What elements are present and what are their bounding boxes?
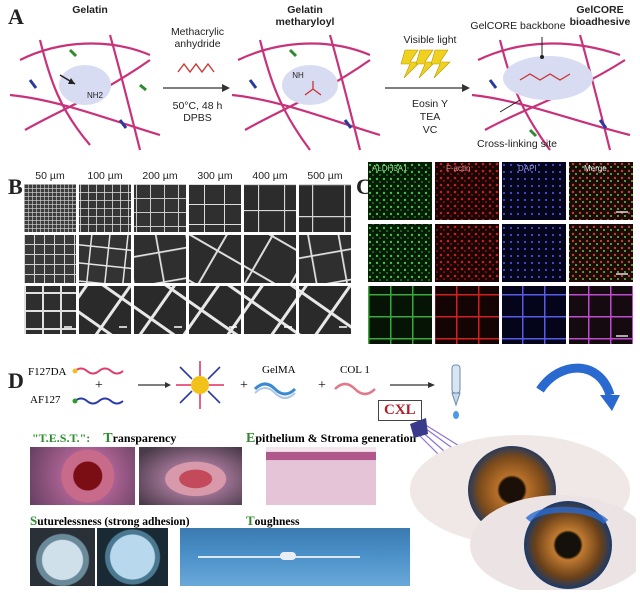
size-100: 100 µm [87, 170, 123, 182]
plus-3: + [318, 378, 326, 393]
suture-rest: uturelessness (strong adhesion) [37, 516, 190, 528]
sem-r1-c4 [189, 184, 241, 232]
backbone-label: GelCORE backbone [470, 20, 566, 32]
transparency-rest: ransparency [112, 431, 177, 445]
if-r1-factin [435, 162, 499, 220]
panel-d-label: D [8, 368, 24, 393]
immunofluorescence-grid [368, 162, 633, 344]
histology-photo [266, 447, 376, 505]
size-300: 300 µm [197, 170, 233, 182]
plus-1: + [95, 378, 103, 393]
sem-r3-c1 [24, 286, 76, 334]
size-400: 400 µm [252, 170, 288, 182]
crosslink-label: Cross-linking site [477, 138, 557, 150]
sem-r1-c1 [24, 184, 76, 232]
epithelium-title: Epithelium & Stroma generation [246, 431, 416, 447]
sem-r2-c1 [24, 235, 76, 283]
transparency-photo-2 [139, 447, 242, 505]
bioadhesive-line-1: GelCORE [576, 4, 624, 16]
gelma-line-2: metharyloyl [275, 16, 335, 28]
test-label: "T.E.S.T.": [32, 431, 91, 445]
transparency-title: Transparency [103, 431, 177, 446]
if-r2-aldh [368, 224, 432, 282]
vc-label: VC [422, 124, 438, 136]
dropper-icon [451, 364, 461, 419]
size-200: 200 µm [142, 170, 178, 182]
if-r2-factin [435, 224, 499, 282]
suture-photo-1 [30, 528, 95, 586]
toughness-photo [180, 528, 410, 586]
epithelium-initial: E [246, 431, 256, 446]
sem-r3-c5 [244, 286, 296, 334]
panel-a-schematic [9, 34, 631, 151]
if-r3-merge [569, 286, 633, 344]
cxl-badge: CXL [378, 400, 422, 421]
gelatin-label: Gelatin [72, 4, 108, 16]
if-r3-factin [435, 286, 499, 344]
visible-light-label: Visible light [403, 34, 457, 46]
sem-r3-c6 [299, 286, 351, 334]
f127da-label: F127DA [28, 366, 67, 378]
reagent-label: Methacrylic anhydride [170, 26, 225, 50]
tough-initial: T [246, 513, 255, 528]
if-r1-aldh [368, 162, 432, 220]
sem-r2-c6 [299, 235, 351, 283]
sem-r3-c4 [189, 286, 241, 334]
sem-r1-c5 [244, 184, 296, 232]
channel-factin: F-actin [446, 164, 471, 173]
gelma-line-1: Gelatin [287, 4, 323, 16]
sem-r1-c6 [299, 184, 351, 232]
sem-r2-c2 [79, 235, 131, 283]
toughness-title: Toughness [246, 513, 299, 529]
if-channel-labels: ALDH3A1 F-actin DAPI Merge [368, 164, 634, 176]
suture-title: Suturelessness (strong adhesion) [30, 513, 190, 529]
nh-label: NH [292, 71, 304, 80]
sem-r1-c3 [134, 184, 186, 232]
panel-a-label: A [8, 4, 24, 29]
nh2-label: NH2 [86, 91, 103, 100]
plus-2: + [240, 378, 248, 393]
sem-scaffold-grid [24, 184, 351, 334]
col1-label: COL 1 [340, 364, 370, 376]
sem-r2-c3 [134, 235, 186, 283]
conditions-1-label: 50°C, 48 h [172, 100, 223, 112]
bioadhesive-line-2: bioadhesive [569, 16, 631, 28]
if-r1-merge [569, 162, 633, 220]
transparency-initial: T [103, 431, 113, 446]
sem-r1-c2 [79, 184, 131, 232]
channel-aldh3a1: ALDH3A1 [372, 164, 408, 173]
size-500: 500 µm [307, 170, 343, 182]
scaffold-size-header: 50 µm 100 µm 200 µm 300 µm 400 µm 500 µm [24, 170, 354, 184]
panel-c-label: C [356, 174, 372, 199]
channel-dapi: DAPI [518, 164, 537, 173]
if-r1-dapi [502, 162, 566, 220]
eosin-label: Eosin Y [412, 98, 448, 110]
micelle-icon [176, 361, 224, 409]
if-r3-dapi [502, 286, 566, 344]
panel-d-schematic [72, 361, 620, 419]
tough-rest: oughness [254, 516, 300, 528]
panel-b-label: B [8, 174, 23, 199]
channel-merge: Merge [584, 164, 607, 173]
sem-r2-c5 [244, 235, 296, 283]
if-r3-aldh [368, 286, 432, 344]
epithelium-rest: pithelium & Stroma generation [255, 431, 417, 445]
suture-initial: S [30, 513, 38, 528]
sem-r3-c3 [134, 286, 186, 334]
transparency-photo-1 [30, 447, 135, 505]
test-heading: "T.E.S.T.": Transparency [32, 431, 176, 447]
gelma-label: GelMA [262, 364, 296, 376]
af127-label: AF127 [30, 394, 61, 406]
sem-r2-c4 [189, 235, 241, 283]
if-r2-merge [569, 224, 633, 282]
tea-label: TEA [419, 111, 441, 123]
suture-photo-2 [97, 528, 168, 586]
curved-arrow-icon [536, 363, 615, 397]
conditions-2-label: DPBS [183, 112, 212, 124]
if-r2-dapi [502, 224, 566, 282]
eye-illustration [410, 418, 636, 590]
sem-r3-c2 [79, 286, 131, 334]
size-50: 50 µm [35, 170, 65, 182]
